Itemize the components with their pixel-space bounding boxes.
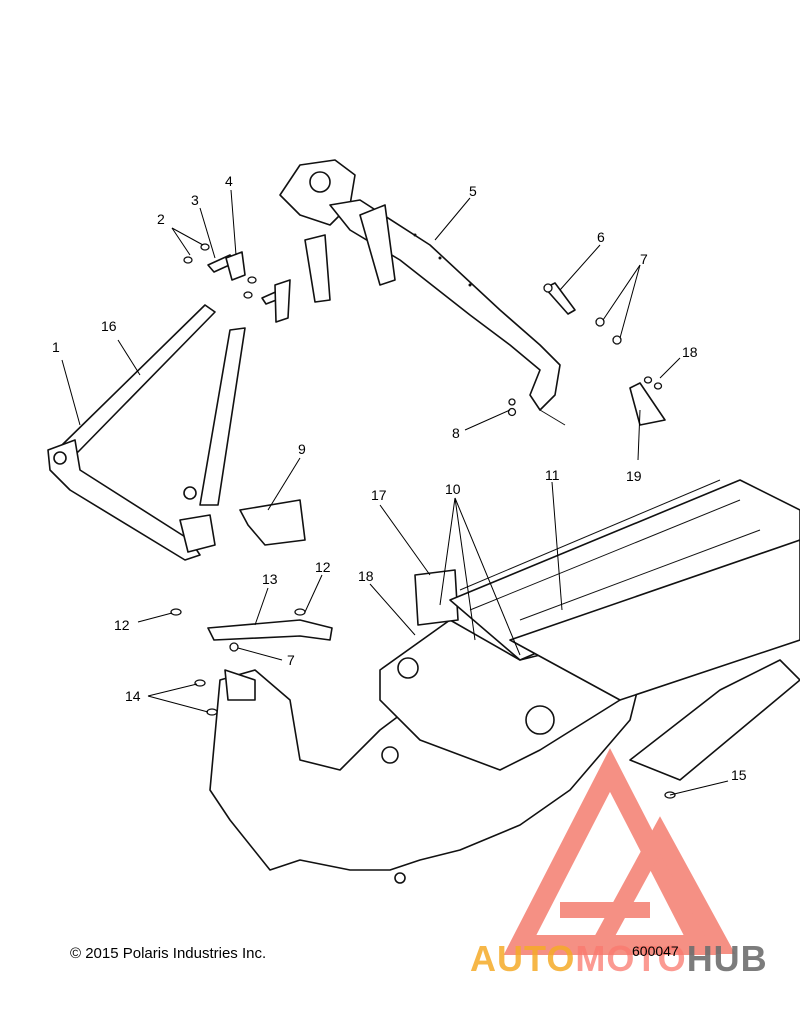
copyright-text: © 2015 Polaris Industries Inc. bbox=[70, 945, 267, 962]
part-6-link bbox=[543, 282, 576, 315]
callout-16: 16 bbox=[101, 318, 117, 334]
callout-19: 19 bbox=[626, 468, 642, 484]
callout-6: 6 bbox=[597, 229, 605, 245]
main-chassis bbox=[194, 479, 800, 884]
part-19-bracket bbox=[629, 376, 666, 426]
callout-17: 17 bbox=[371, 487, 387, 503]
part-8-nut bbox=[507, 398, 517, 417]
figure-code: 600047 bbox=[632, 943, 679, 959]
callout-8: 8 bbox=[452, 425, 460, 441]
callout-13: 13 bbox=[262, 571, 278, 587]
watermark-hub: HUB bbox=[686, 938, 768, 979]
callout-9: 9 bbox=[298, 441, 306, 457]
part-13-crossbar bbox=[170, 608, 333, 641]
part-1-16-tube-assembly bbox=[47, 304, 246, 561]
callout-4: 4 bbox=[225, 173, 233, 189]
callout-11: 11 bbox=[545, 467, 560, 483]
leader-lines bbox=[61, 189, 729, 796]
callout-12a: 12 bbox=[315, 559, 331, 575]
part-7-nuts bbox=[229, 317, 622, 652]
callout-7a: 7 bbox=[640, 251, 648, 267]
callout-3: 3 bbox=[191, 192, 199, 208]
callout-labels: 1 16 2 3 4 5 6 7 18 8 19 9 17 10 11 13 1… bbox=[52, 173, 747, 783]
part-9-bracket bbox=[239, 499, 306, 546]
callout-15: 15 bbox=[731, 767, 747, 783]
watermark-text: AUTOMOTOHUB bbox=[470, 938, 768, 980]
callout-2: 2 bbox=[157, 211, 165, 227]
callout-5: 5 bbox=[469, 183, 477, 199]
callout-18b: 18 bbox=[358, 568, 374, 584]
callout-12b: 12 bbox=[114, 617, 130, 633]
callout-7b: 7 bbox=[287, 652, 295, 668]
callout-14: 14 bbox=[125, 688, 141, 704]
callout-18a: 18 bbox=[682, 344, 698, 360]
part-5-upper-tube bbox=[279, 159, 566, 426]
callout-10: 10 bbox=[445, 481, 461, 497]
callout-1: 1 bbox=[52, 339, 60, 355]
watermark-moto: MOTO bbox=[575, 938, 687, 979]
watermark-auto: AUTO bbox=[470, 938, 576, 979]
watermark-logo bbox=[503, 748, 736, 955]
part-2-3-4-brackets bbox=[183, 243, 291, 323]
